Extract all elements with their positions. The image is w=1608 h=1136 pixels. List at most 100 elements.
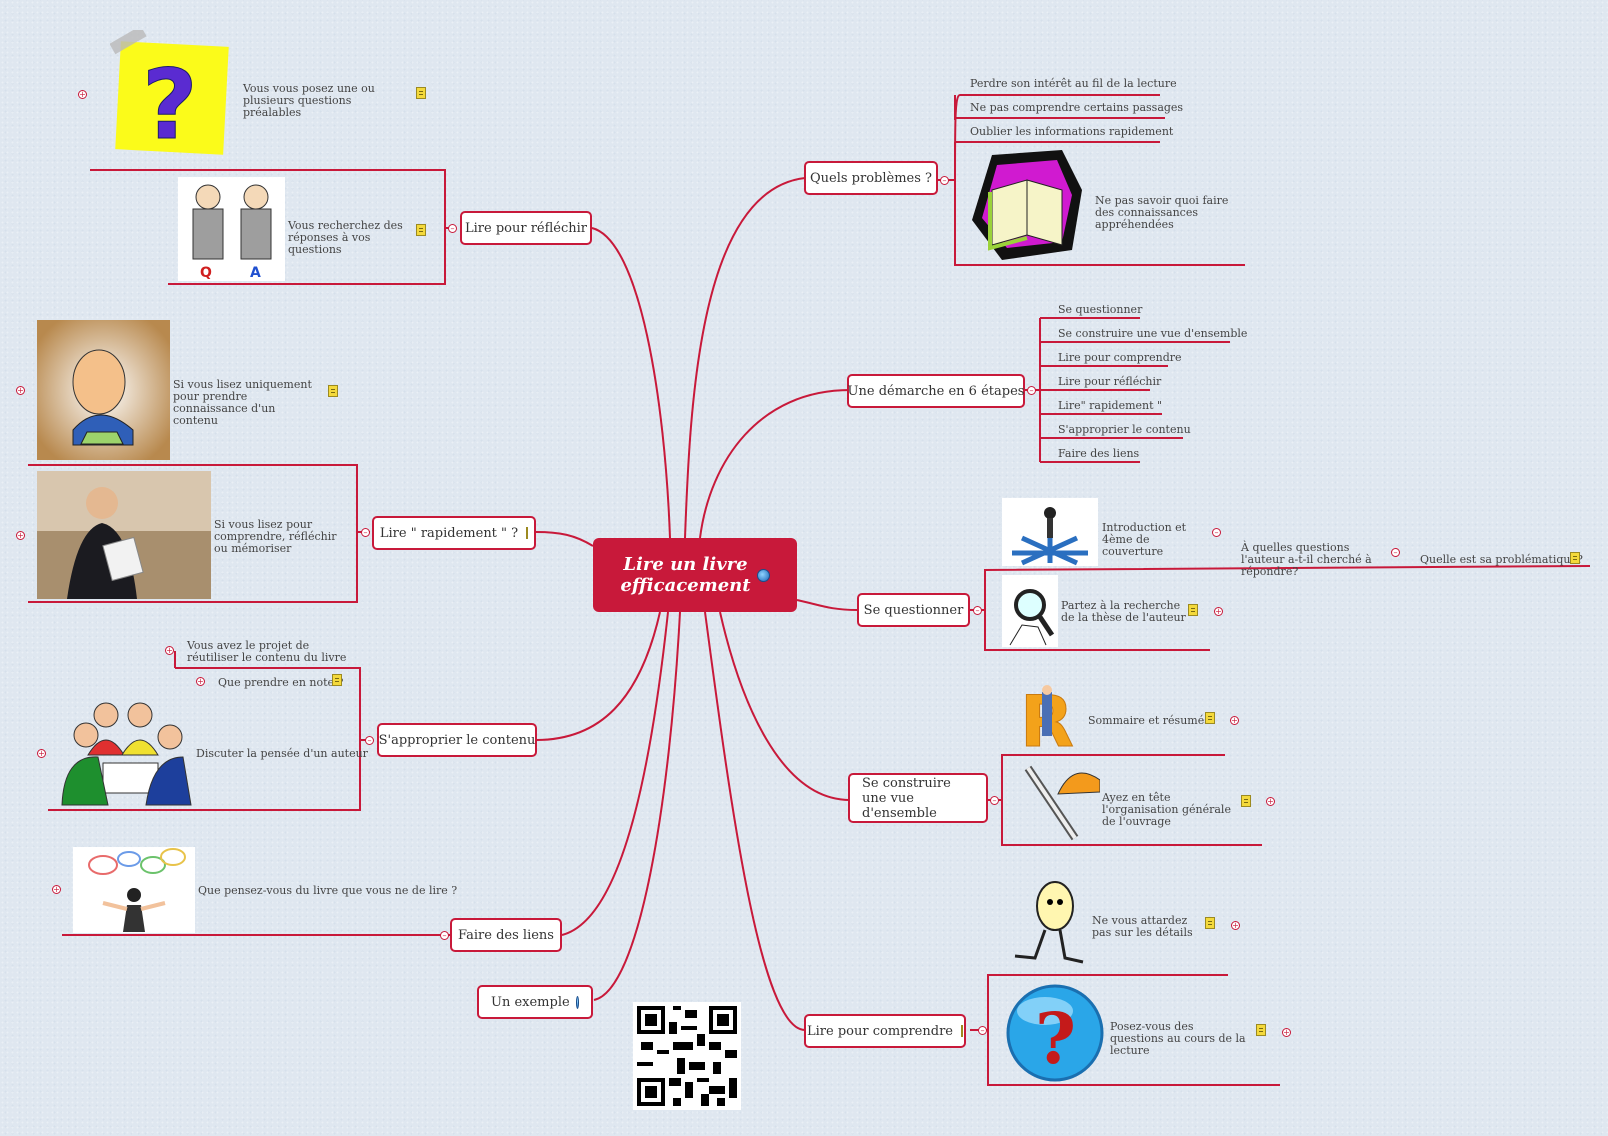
topic-label: S'approprier le contenu (378, 732, 536, 748)
question-mark-ball-image: ? (1005, 983, 1105, 1083)
organisation-text[interactable]: Ayez en tête l'organisation générale de … (1102, 791, 1231, 828)
expand-toggle[interactable]: + (78, 90, 87, 99)
svg-text:Q: Q (200, 265, 212, 281)
collapse-toggle[interactable]: – (365, 736, 374, 745)
expand-toggle[interactable]: + (1231, 921, 1240, 930)
author-question-text[interactable]: À quelles questions l'auteur a-t-il cher… (1241, 541, 1372, 578)
only-reading-text[interactable]: Si vous lisez uniquement pour prendre co… (173, 378, 312, 427)
topic-label: Se questionner (863, 602, 964, 618)
details-text[interactable]: Ne vous attardez pas sur les détails (1092, 914, 1193, 939)
topic-example[interactable]: Un exemple (477, 985, 593, 1019)
note-icon[interactable] (416, 224, 426, 236)
expand-toggle[interactable]: + (16, 531, 25, 540)
step-item[interactable]: S'approprier le contenu (1058, 423, 1191, 436)
topic-reflect[interactable]: Lire pour réfléchir (460, 211, 592, 245)
note-icon[interactable] (526, 527, 529, 539)
expand-toggle[interactable]: + (1214, 607, 1223, 616)
prior-questions-text[interactable]: Vous vous posez une ou plusieurs questio… (243, 82, 375, 119)
ask-questions-text[interactable]: Posez-vous des questions au cours de la … (1110, 1020, 1246, 1057)
topic-overview[interactable]: Se construire une vue d'ensemble (848, 773, 988, 823)
magnifier-image (1002, 575, 1058, 647)
globe-icon[interactable] (756, 568, 770, 582)
note-icon[interactable] (1205, 917, 1215, 929)
qr-code-image[interactable] (633, 1002, 741, 1110)
central-topic-line2: efficacement (620, 575, 751, 596)
answers-text[interactable]: Vous recherchez des réponses à vos quest… (288, 219, 403, 256)
note-icon[interactable] (1256, 1024, 1266, 1036)
collapse-toggle[interactable]: – (1391, 548, 1400, 557)
collapse-toggle[interactable]: – (990, 796, 999, 805)
summary-text[interactable]: Sommaire et résumés (1088, 714, 1210, 727)
note-icon[interactable] (1188, 604, 1198, 616)
note-icon[interactable] (960, 1025, 963, 1037)
discussion-group-image (58, 695, 193, 807)
topic-steps[interactable]: Une démarche en 6 étapes (847, 374, 1025, 408)
collapse-toggle[interactable]: – (1027, 386, 1036, 395)
problematic-text[interactable]: Quelle est sa problématique? (1420, 553, 1583, 566)
expand-toggle[interactable]: + (1230, 716, 1239, 725)
notes-question-text[interactable]: Que prendre en note ? (218, 676, 344, 689)
subtopic-item[interactable]: Ne pas comprendre certains passages (970, 101, 1184, 114)
subtopic-item[interactable]: Oublier les informations rapidement (970, 125, 1174, 138)
topic-label: Quels problèmes ? (810, 170, 933, 186)
topic-understand[interactable]: Lire pour comprendre (804, 1014, 966, 1048)
svg-text:A: A (250, 265, 261, 281)
discuss-text[interactable]: Discuter la pensée d'un auteur (196, 747, 368, 760)
note-icon[interactable] (1570, 552, 1580, 564)
expand-toggle[interactable]: + (52, 885, 61, 894)
collapse-toggle[interactable]: – (440, 931, 449, 940)
collapse-toggle[interactable]: – (448, 224, 457, 233)
expand-toggle[interactable]: + (1266, 797, 1275, 806)
step-item[interactable]: Se questionner (1058, 303, 1143, 316)
thinking-woman-image (73, 847, 195, 933)
lightbulb-character-image (1005, 878, 1085, 970)
step-item[interactable]: Lire pour comprendre (1058, 351, 1182, 364)
thesis-text[interactable]: Partez à la recherche de la thèse de l'a… (1061, 599, 1186, 624)
note-icon[interactable] (1241, 795, 1251, 807)
topic-label: Lire pour réfléchir (465, 220, 587, 236)
step-item[interactable]: Se construire une vue d'ensemble (1058, 327, 1248, 340)
collapse-toggle[interactable]: – (940, 176, 949, 185)
question-sticky-note-image: ? (110, 30, 230, 158)
step-item[interactable]: Lire pour réfléchir (1058, 375, 1162, 388)
topic-label: Lire pour comprendre (807, 1023, 953, 1039)
globe-icon[interactable] (575, 995, 579, 1009)
topic-label: Un exemple (491, 994, 570, 1010)
subtopic-item[interactable]: Perdre son intérêt au fil de la lecture (970, 77, 1177, 90)
blueprint-helmet-image (1020, 760, 1100, 842)
topic-fast-reading[interactable]: Lire " rapidement " ? (372, 516, 536, 550)
topic-question[interactable]: Se questionner (857, 593, 970, 627)
think-about-book-text[interactable]: Que pensez-vous du livre que vous ne de … (198, 884, 458, 897)
step-item[interactable]: Faire des liens (1058, 447, 1140, 460)
note-icon[interactable] (1205, 712, 1215, 724)
expand-toggle[interactable]: + (16, 386, 25, 395)
man-reading-image (37, 471, 211, 599)
collapse-toggle[interactable]: – (361, 528, 370, 537)
collapse-toggle[interactable]: – (1212, 528, 1221, 537)
reasons-text[interactable]: Si vous lisez pour comprendre, réfléchir… (214, 518, 337, 555)
expand-toggle[interactable]: + (37, 749, 46, 758)
expand-toggle[interactable]: + (196, 677, 205, 686)
topic-label: Lire " rapidement " ? (379, 525, 519, 541)
collapse-toggle[interactable]: – (978, 1026, 987, 1035)
topic-problems[interactable]: Quels problèmes ? (804, 161, 938, 195)
topic-links[interactable]: Faire des liens (450, 918, 562, 952)
note-icon[interactable] (332, 674, 342, 686)
step-item[interactable]: Lire" rapidement " (1058, 399, 1163, 412)
topic-appropriate[interactable]: S'approprier le contenu (377, 723, 537, 757)
note-icon[interactable] (328, 385, 338, 397)
crossroads-image (1002, 498, 1098, 566)
intro-text[interactable]: Introduction et 4ème de couverture (1102, 521, 1187, 558)
topic-label: Faire des liens (458, 927, 554, 943)
letter-r-image: R (1018, 684, 1080, 754)
open-book-image (972, 150, 1087, 260)
note-icon[interactable] (416, 87, 426, 99)
expand-toggle[interactable]: + (165, 646, 174, 655)
expand-toggle[interactable]: + (1282, 1028, 1291, 1037)
subtopic-note-text[interactable]: Ne pas savoir quoi faire des connaissanc… (1095, 194, 1229, 231)
reuse-text[interactable]: Vous avez le projet de réutiliser le con… (187, 639, 347, 664)
collapse-toggle[interactable]: – (973, 606, 982, 615)
